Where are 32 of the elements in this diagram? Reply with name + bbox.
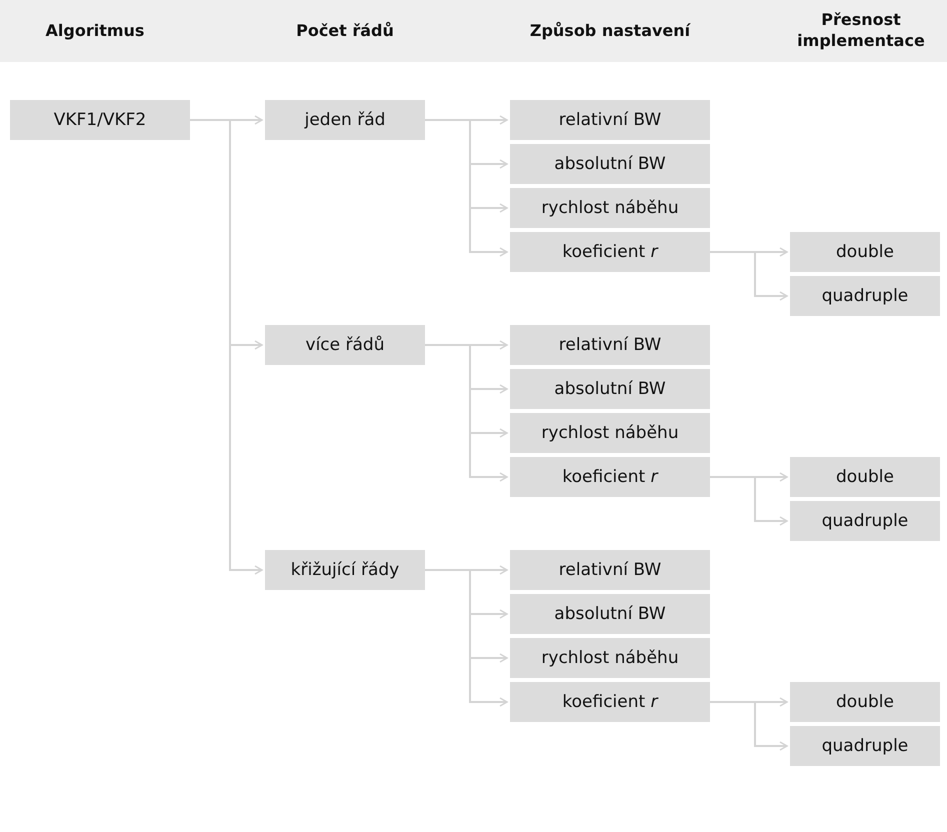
column-header: Algoritmus — [46, 20, 144, 42]
category-box: koeficient r — [510, 682, 710, 722]
category-box: absolutní BW — [510, 144, 710, 184]
category-box: double — [790, 232, 940, 272]
category-box: quadruple — [790, 501, 940, 541]
column-header: Počet řádů — [296, 20, 394, 42]
category-box: double — [790, 682, 940, 722]
category-box: rychlost náběhu — [510, 188, 710, 228]
category-box: double — [790, 457, 940, 497]
category-box: relativní BW — [510, 100, 710, 140]
arrow — [710, 251, 788, 301]
category-box: quadruple — [790, 276, 940, 316]
category-box: relativní BW — [510, 325, 710, 365]
category-box: rychlost náběhu — [510, 638, 710, 678]
category-box: absolutní BW — [510, 369, 710, 409]
category-box: koeficient r — [510, 457, 710, 497]
arrow — [425, 119, 508, 257]
column-header: Přesnost implementace — [796, 10, 926, 52]
arrow — [710, 701, 788, 751]
arrow — [710, 476, 788, 526]
category-box: absolutní BW — [510, 594, 710, 634]
column-header: Způsob nastavení — [530, 20, 690, 42]
category-box: rychlost náběhu — [510, 413, 710, 453]
category-box: křižující řády — [265, 550, 425, 590]
category-box: více řádů — [265, 325, 425, 365]
category-box: VKF1/VKF2 — [10, 100, 190, 140]
arrow — [425, 569, 508, 707]
arrow — [425, 344, 508, 482]
category-box: koeficient r — [510, 232, 710, 272]
category-box: jeden řád — [265, 100, 425, 140]
category-box: relativní BW — [510, 550, 710, 590]
category-box: quadruple — [790, 726, 940, 766]
